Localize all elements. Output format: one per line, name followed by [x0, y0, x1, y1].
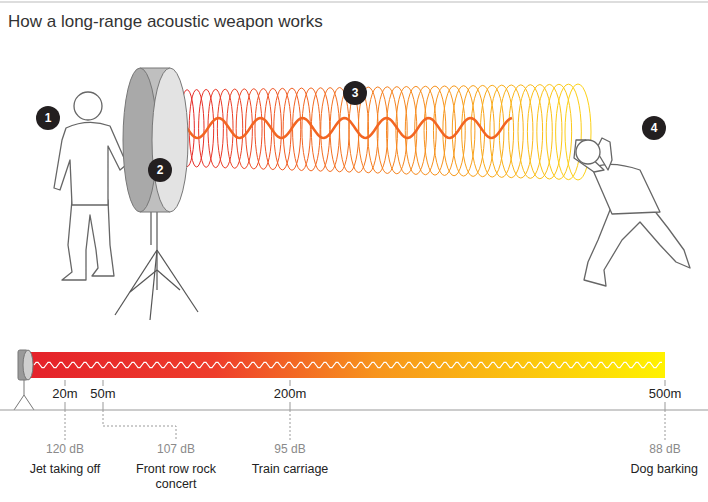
decibel-value: 95 dB [272, 442, 307, 456]
beam-ring [499, 85, 523, 178]
distance-label: 200m [272, 386, 309, 402]
sound-example: Jet taking off [28, 462, 103, 477]
sound-wave [166, 118, 512, 138]
sound-beam [161, 84, 591, 180]
distance-scale [0, 350, 708, 440]
target-figure [574, 138, 690, 286]
sound-example: Train carriage [250, 462, 331, 477]
beam-ring [208, 89, 223, 167]
decibel-value: 88 dB [647, 442, 682, 456]
sound-example: Front row rock concert [131, 462, 221, 492]
beam-ring [377, 87, 397, 174]
decibel-value: 120 dB [44, 442, 86, 456]
beam-ring [490, 85, 514, 177]
beam-ring [255, 89, 272, 170]
beam-ring [199, 89, 214, 167]
diagram-title: How a long-range acoustic weapon works [8, 12, 323, 32]
callout-number: 2 [148, 158, 172, 182]
callout-number: 4 [642, 116, 666, 140]
callout-number: 1 [36, 106, 60, 130]
beam-ring [189, 90, 204, 167]
distance-label: 500m [647, 386, 684, 402]
decibel-value: 107 dB [155, 442, 197, 456]
beam-ring [274, 88, 291, 170]
beam-ring [462, 86, 485, 177]
top-rule [0, 2, 708, 3]
beam-ring [368, 87, 388, 173]
operator-figure [54, 92, 132, 280]
beam-ring [509, 85, 533, 178]
distance-label: 20m [50, 386, 79, 402]
distance-label: 50m [88, 386, 117, 402]
speaker-device [115, 68, 198, 320]
beam-ring [386, 87, 407, 174]
sound-example: Dog barking [629, 462, 700, 477]
beam-ring [518, 85, 543, 179]
callout-number: 3 [343, 81, 367, 105]
